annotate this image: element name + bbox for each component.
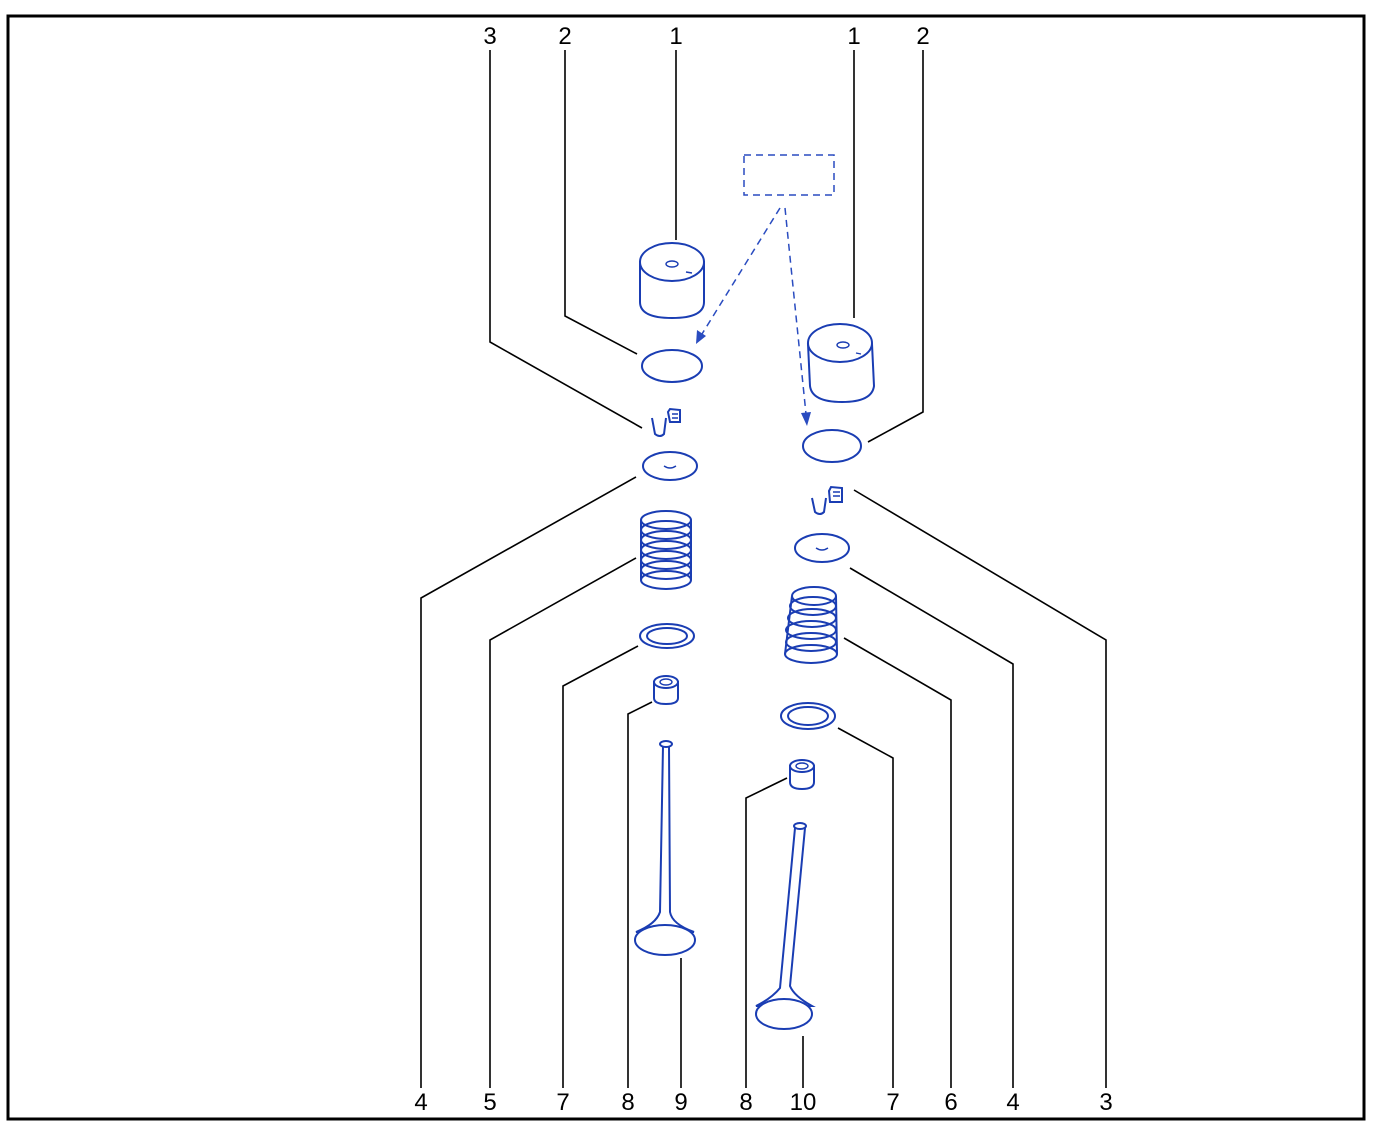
valve-spring-left [640,510,692,590]
bottom-callouts: 4 5 7 8 9 8 10 7 6 4 3 [414,1089,1112,1116]
callout-2-top-right: 2 [916,23,929,50]
callout-2-top-left: 2 [558,23,571,50]
reference-arrow-right [784,207,807,415]
left-valve-assembly [634,242,705,956]
leader-7-bottom-right [837,727,894,1088]
callout-5-bottom-left: 5 [483,1089,496,1116]
callout-4-bottom-right: 4 [1006,1089,1019,1116]
shim-left [641,349,703,383]
leader-2-top-left [564,50,638,355]
valve-collets-right [811,485,843,515]
callout-1-top-left: 1 [669,23,682,50]
valve-right [755,822,816,1030]
valve-stem-seal-right [789,759,815,791]
callout-3-top-left: 3 [483,23,496,50]
leader-5-bottom-left [489,557,637,1088]
spring-retainer-left [642,451,698,481]
leader-4-bottom-left [420,476,637,1088]
callout-6-bottom: 6 [944,1089,957,1116]
reference-arrowhead-right [801,412,811,426]
callout-4-bottom-left: 4 [414,1089,427,1116]
reference-callout [696,154,835,426]
valve-collets-left [651,407,681,437]
callout-9-bottom: 9 [674,1089,687,1116]
right-valve-assembly [755,323,876,1030]
callout-7-bottom-right: 7 [886,1089,899,1116]
leader-lines [420,50,1107,1088]
valve-stem-seal-left [653,675,679,706]
diagram-frame [6,14,1366,1121]
valve-spring-right [784,586,838,664]
reference-box [743,154,835,196]
callout-8-bottom-left: 8 [621,1089,634,1116]
leader-7-bottom-left [562,645,639,1088]
reference-arrowhead-left [696,330,706,344]
spring-seat-left [639,623,695,649]
shim-right [802,429,862,463]
leader-6-bottom [843,637,952,1088]
leader-8-bottom-right [745,777,788,1088]
leader-8-bottom-left [627,701,653,1088]
leader-2-top-right [867,50,924,443]
spring-retainer-right [794,533,850,563]
tappet-left [639,242,705,320]
callout-10-bottom: 10 [790,1089,817,1116]
callout-3-bottom-right: 3 [1099,1089,1112,1116]
callout-1-top-right: 1 [847,23,860,50]
callout-8-bottom-right: 8 [739,1089,752,1116]
leader-3-bottom-right [853,489,1107,1088]
leader-3-top-left [489,50,643,429]
tappet-right [806,323,876,404]
leader-4-bottom-right [849,567,1014,1088]
top-callouts: 3 2 1 1 2 [483,23,929,50]
reference-arrow-left [701,207,781,335]
callout-7-bottom-left: 7 [556,1089,569,1116]
valve-left [634,740,696,956]
spring-seat-right [780,702,836,730]
